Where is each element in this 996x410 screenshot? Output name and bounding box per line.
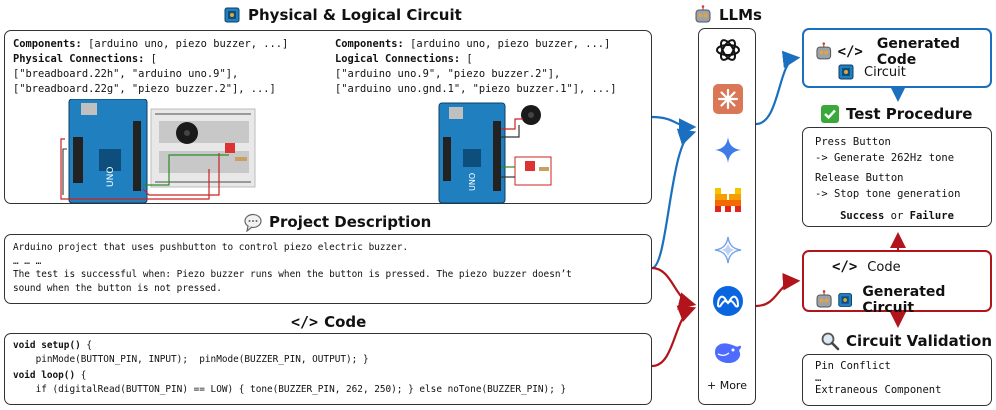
arrow-llms-to-generated-code [755,50,801,126]
code-brackets-icon: </> [837,44,863,60]
gemma-icon [711,233,745,267]
code-panel: void setup() { pinMode(BUTTON_PIN, INPUT… [4,333,652,405]
generated-circuit-code-row: </> Code [832,259,901,275]
robot-icon [695,5,711,23]
project-description-header: Project Description [243,212,431,232]
claude-icon [711,82,745,116]
circuit-validation-header: Circuit Validation [820,331,992,351]
meta-icon [711,284,745,318]
code-header: </> Code [291,313,366,331]
generated-circuit-box: </> Code Generated Circuit [802,250,992,316]
arrow-project-to-llms-red [651,266,697,310]
test-procedure-header: Test Procedure [820,104,972,124]
chip-icon [224,7,240,23]
checkmark-icon [821,105,839,123]
project-description-title: Project Description [269,213,432,231]
generated-code-circuit-label: Circuit [864,64,906,80]
test-procedure-title: Test Procedure [846,105,973,123]
code-brackets-icon: </> [291,313,319,331]
gemini-icon [711,133,745,167]
test-procedure-panel: Press Button -> Generate 262Hz tone Rele… [802,127,992,227]
svg-text:UNO: UNO [106,167,116,187]
llms-title: LLMs [719,6,762,24]
deepseek-icon [711,335,745,369]
more-llms-label: + More [707,379,747,392]
generated-code-title: Generated Code [876,36,960,68]
generated-circuit-code-label: Code [867,259,901,275]
project-description-panel: Arduino project that uses pushbutton to … [4,234,652,304]
code-title: Code [324,313,367,331]
physical-text-block: Components: [arduino uno, piezo buzzer, … [13,38,289,95]
circuit-validation-title: Circuit Validation [846,332,993,350]
code-brackets-icon: </> [832,259,858,275]
robot-icon [816,42,832,60]
robot-icon [816,290,832,308]
speech-bubble-icon [244,213,262,232]
project-description-text: Arduino project that uses pushbutton to … [13,242,572,294]
logical-text-block: Components: [arduino uno, piezo buzzer, … [335,38,617,95]
test-procedure-text: Press Button -> Generate 262Hz tone Rele… [815,136,961,200]
llms-header: LLMs [693,5,762,25]
generated-circuit-row: Generated Circuit [814,284,990,316]
generated-code-circuit-row: Circuit [836,62,906,82]
code-text: void setup() { pinMode(BUTTON_PIN, INPUT… [13,340,567,395]
chip-icon [838,293,853,307]
llms-panel: + More [698,28,756,405]
svg-text:UNO: UNO [468,173,477,191]
physical-logical-title: Physical & Logical Circuit [248,6,462,24]
generated-code-row: </> Generated Code [814,36,990,68]
logical-circuit-illustration: UNO [438,102,552,204]
generated-code-box: </> Generated Code Circuit [802,28,992,88]
arrow-project-to-llms-blue [651,128,697,270]
test-result-line: Success or Failure [840,210,954,222]
openai-icon [711,33,745,67]
circuit-panel: Components: [arduino uno, piezo buzzer, … [4,30,652,204]
mistral-icon [711,183,745,217]
circuit-validation-text: Pin Conflict … Extraneous Component [815,360,942,396]
arrow-llms-to-generated-circuit [755,272,801,308]
circuit-validation-panel: Pin Conflict … Extraneous Component [802,354,992,406]
physical-logical-header: Physical & Logical Circuit [222,5,462,25]
chip-icon [838,64,854,80]
generated-circuit-title: Generated Circuit [862,284,946,316]
arrow-circuit-to-llms [651,115,697,136]
arrow-code-to-llms [651,305,697,368]
physical-circuit-illustration: UNO [60,99,256,203]
magnifier-icon [821,332,840,351]
